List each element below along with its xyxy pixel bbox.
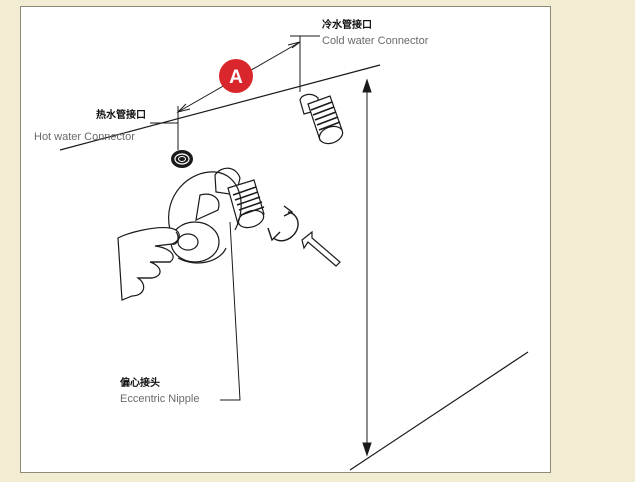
hot-water-connector (171, 150, 193, 168)
dimension-badge-icon: A (219, 59, 253, 93)
cold-water-connector (299, 93, 344, 145)
dimension-badge-label: A (229, 67, 243, 88)
leader-lines (150, 35, 320, 401)
hot-connector-label-en: Hot water Connector (34, 131, 135, 143)
dimension-a (176, 36, 301, 150)
nipple-label-en: Eccentric Nipple (120, 393, 199, 405)
hot-connector-label-cn: 热水管接口 (96, 108, 146, 121)
hand-drawing (117, 227, 180, 301)
cold-connector-label-en: Cold water Connector (322, 35, 429, 47)
rotate-arrow-icon (267, 205, 299, 242)
cold-connector-label-cn: 冷水管接口 (322, 18, 372, 31)
eccentric-nipple (195, 167, 265, 229)
nipple-label-cn: 偏心接头 (120, 376, 160, 389)
vertical-dimension (362, 78, 372, 457)
wall-lines (59, 64, 529, 471)
insert-arrow-icon (301, 230, 341, 267)
